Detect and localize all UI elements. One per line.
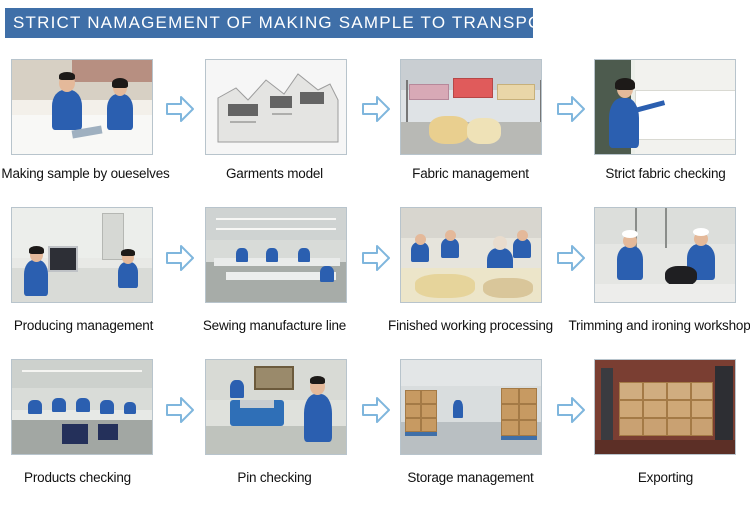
step-caption: Products checking: [24, 470, 131, 485]
office-computer-photo: [11, 207, 153, 303]
sewing-line-photo: [205, 207, 347, 303]
finishing-workers-photo: [400, 207, 542, 303]
warehouse-cartons-photo: [400, 359, 542, 455]
ironing-workshop-photo: [594, 207, 736, 303]
arrow-right-icon: [166, 397, 194, 423]
step-caption: Making sample by oueselves: [1, 166, 170, 181]
container-loading-photo: [594, 359, 736, 455]
step-caption: Storage management: [407, 470, 534, 485]
arrow-right-icon: [557, 245, 585, 271]
step-caption: Finished working processing: [388, 318, 553, 333]
step-caption: Fabric management: [412, 166, 529, 181]
fabric-checking-photo: [594, 59, 736, 155]
step-caption: Pin checking: [237, 470, 312, 485]
needle-detector-photo: [205, 359, 347, 455]
step-caption: Exporting: [637, 470, 694, 485]
step-caption: Trimming and ironing workshop: [568, 318, 750, 333]
step-caption: Producing management: [13, 318, 154, 333]
arrow-right-icon: [557, 397, 585, 423]
arrow-right-icon: [362, 397, 390, 423]
fabric-warehouse-photo: [400, 59, 542, 155]
arrow-right-icon: [557, 96, 585, 122]
arrow-right-icon: [362, 245, 390, 271]
sample-making-photo: [11, 59, 153, 155]
page-title-banner: STRICT NAMAGEMENT OF MAKING SAMPLE TO TR…: [5, 8, 615, 38]
arrow-right-icon: [166, 245, 194, 271]
inspection-line-photo: [11, 359, 153, 455]
arrow-right-icon: [362, 96, 390, 122]
step-caption: Sewing manufacture line: [202, 318, 347, 333]
garment-model-photo: [205, 59, 347, 155]
step-caption: Garments model: [226, 166, 323, 181]
step-caption: Strict fabric checking: [605, 166, 726, 181]
arrow-right-icon: [166, 96, 194, 122]
